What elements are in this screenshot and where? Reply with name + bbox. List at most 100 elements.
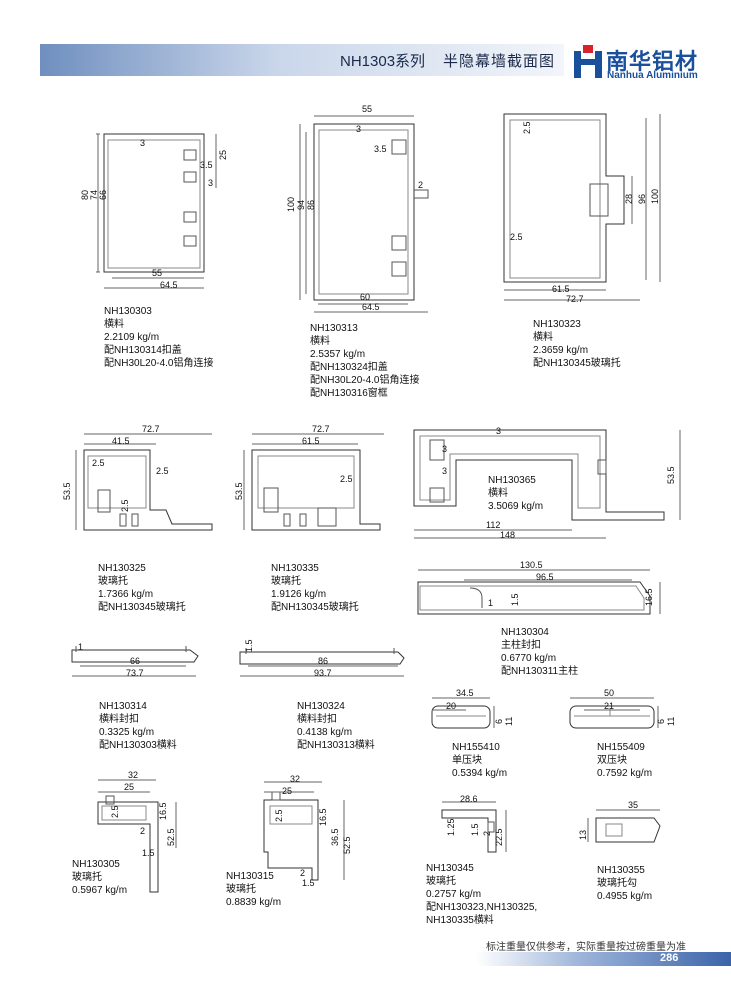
profile-line: 配NH130303横料 xyxy=(99,740,177,751)
dim-p335-1: 61.5 xyxy=(302,436,320,446)
weight-disclaimer: 标注重量仅供参考，实际重量按过磅重量为准 xyxy=(486,942,686,953)
profile-label-nh130314: NH130314 横料封扣 0.3325 kg/m 配NH130303横料 xyxy=(99,700,177,752)
dim-p324-2: 93.7 xyxy=(314,668,332,678)
page-title: 半隐幕墙截面图 xyxy=(443,53,556,70)
profile-line: 横料封扣 xyxy=(99,714,139,725)
profile-label-nh130315: NH130315 玻璃托 0.8839 kg/m xyxy=(226,870,281,909)
footer-bar xyxy=(476,952,731,966)
dim-p335-2: 2.5 xyxy=(340,474,353,484)
dim-p314-2: 73.7 xyxy=(126,668,144,678)
dim-p345-1: 1.25 xyxy=(446,818,456,836)
dim-p303-6: 3 xyxy=(208,178,214,188)
dim-p345-0: 28.6 xyxy=(460,794,478,804)
profile-line: 0.3325 kg/m xyxy=(99,727,155,738)
dim-p355-0: 35 xyxy=(628,800,639,810)
profile-line: 配NH130313横料 xyxy=(297,740,375,751)
profile-label-nh130355: NH130355 玻璃托勾 0.4955 kg/m xyxy=(597,864,652,903)
profile-label-nh130324: NH130324 横料封扣 0.4138 kg/m 配NH130313横料 xyxy=(297,700,375,752)
dim-p303-4: 25 xyxy=(218,149,228,160)
dim-p303-7: 55 xyxy=(152,268,163,278)
profile-line: 配NH30L20-4.0铝角连接 xyxy=(310,375,420,386)
dim-p305-2: 2.5 xyxy=(110,805,120,818)
dim-p325-5: 2.5 xyxy=(120,499,130,512)
profile-drawing-nh130324 xyxy=(239,648,405,677)
nanhua-logo-icon xyxy=(574,45,602,78)
profile-code: NH130325 xyxy=(98,563,146,574)
dim-p305-4: 2 xyxy=(140,826,146,836)
dim-p313-1: 3 xyxy=(356,124,362,134)
dim-p313-0: 55 xyxy=(362,104,373,114)
profile-label-nh130345: NH130345 玻璃托 0.2757 kg/m 配NH130323,NH130… xyxy=(426,862,537,927)
dim-p325-3: 2.5 xyxy=(156,466,169,476)
dim-p409-3: 11 xyxy=(666,716,676,726)
profile-label-nh130365: NH130365 横料 3.5069 kg/m xyxy=(488,474,543,513)
dim-p313-5: 86 xyxy=(306,199,316,210)
profile-code: NH130335 xyxy=(271,563,319,574)
profile-line: 0.4138 kg/m xyxy=(297,727,353,738)
profile-label-nh130323: NH130323 横料 2.3659 kg/m 配NH130345玻璃托 xyxy=(533,318,621,370)
profile-line: 2.5357 kg/m xyxy=(310,349,366,360)
dim-p315-4: 36.5 xyxy=(330,828,340,846)
profile-line: 1.9126 kg/m xyxy=(271,589,327,600)
profile-label-nh155409: NH155409 双压块 0.7592 kg/m xyxy=(597,741,652,780)
profile-label-nh130303: NH130303 横料 2.2109 kg/m 配NH130314扣盖 配NH3… xyxy=(104,305,213,370)
logo-name-cn: 南华铝材 xyxy=(606,49,699,74)
dim-p305-6: 1.5 xyxy=(142,848,155,858)
profile-line: 玻璃托 xyxy=(226,884,256,895)
dim-p355-1: 13 xyxy=(578,829,588,840)
profile-line: 玻璃托 xyxy=(271,576,301,587)
profile-label-nh130325: NH130325 玻璃托 1.7366 kg/m 配NH130345玻璃托 xyxy=(98,562,186,614)
profile-line: 横料 xyxy=(488,488,508,499)
dim-p335-0: 72.7 xyxy=(312,424,330,434)
profile-drawing-nh130335 xyxy=(243,433,384,531)
dim-p323-3: 100 xyxy=(650,188,660,204)
profile-drawing-nh130323 xyxy=(503,113,661,301)
dim-p304-0: 130.5 xyxy=(520,560,543,570)
dim-p325-1: 41.5 xyxy=(112,436,130,446)
dim-p365-0: 3 xyxy=(496,426,502,436)
dim-p305-1: 25 xyxy=(124,782,135,792)
profile-code: NH155409 xyxy=(597,742,645,753)
profile-line: 0.6770 kg/m xyxy=(501,653,557,664)
profile-drawing-nh130313 xyxy=(299,115,429,313)
profile-line: 2.3659 kg/m xyxy=(533,345,589,356)
profile-line: 配NH130311主柱 xyxy=(501,666,579,677)
profile-label-nh155410: NH155410 单压块 0.5394 kg/m xyxy=(452,741,507,780)
profile-line: 主柱封扣 xyxy=(501,640,541,651)
profile-label-nh130313: NH130313 横料 2.5357 kg/m 配NH130324扣盖 配NH3… xyxy=(310,322,419,400)
profile-line: 配NH130345玻璃托 xyxy=(533,358,621,369)
dim-p313-4: 94 xyxy=(296,199,306,210)
dim-p315-5: 52.5 xyxy=(342,836,352,854)
dim-p409-1: 21 xyxy=(604,701,615,711)
profile-line: 0.5394 kg/m xyxy=(452,768,508,779)
dim-p303-3: 3 xyxy=(140,138,146,148)
dim-p314-1: 66 xyxy=(130,656,141,666)
dim-p410-0: 34.5 xyxy=(456,688,474,698)
profile-drawing-nh130355 xyxy=(587,809,661,843)
dim-p365-1: 3 xyxy=(442,444,448,454)
profile-line: 2.2109 kg/m xyxy=(104,332,160,343)
dim-p323-0: 2.5 xyxy=(522,121,532,134)
profile-code: NH130355 xyxy=(597,865,645,876)
profile-drawing-nh130315 xyxy=(263,781,345,881)
profile-label-nh130335: NH130335 玻璃托 1.9126 kg/m 配NH130345玻璃托 xyxy=(271,562,359,614)
profile-line: 横料封扣 xyxy=(297,714,337,725)
dim-p313-3: 100 xyxy=(286,196,296,212)
dim-p410-1: 20 xyxy=(446,701,457,711)
profile-line: 0.4955 kg/m xyxy=(597,891,653,902)
dim-p305-3: 16.5 xyxy=(158,802,168,820)
profile-line: 横料 xyxy=(533,332,553,343)
dim-p345-4: 22.5 xyxy=(494,828,504,846)
header-bar xyxy=(40,44,564,76)
profile-line: NH130335横料 xyxy=(426,915,494,926)
dim-p313-7: 60 xyxy=(360,292,371,302)
profile-line: 配NH130323,NH130325, xyxy=(426,902,538,913)
profile-drawing-nh130314 xyxy=(71,646,199,677)
dim-p410-3: 11 xyxy=(504,716,514,726)
profile-drawing-nh130365 xyxy=(413,429,681,539)
profile-drawing-nh155410 xyxy=(431,697,495,729)
dim-p365-4: 112 xyxy=(486,520,501,530)
dim-p315-6: 2 xyxy=(300,868,306,878)
profile-line: 玻璃托 xyxy=(72,872,102,883)
